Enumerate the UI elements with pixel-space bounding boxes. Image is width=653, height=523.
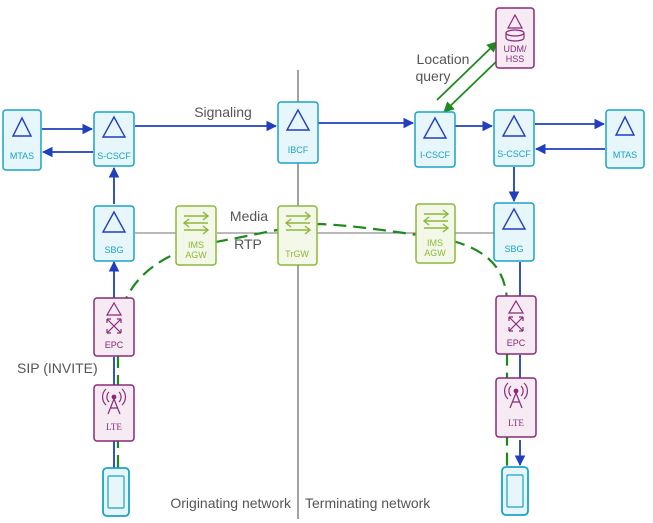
location-query-label-1: Location <box>417 51 470 67</box>
ims-agw-left-node: IMS AGW <box>175 205 217 266</box>
expand-arrows-icon <box>508 316 524 332</box>
ims-agw-right-label-2: AGW <box>424 248 446 258</box>
ibcf-node: IBCF <box>277 101 319 164</box>
sbg-right-node: SBG <box>493 202 535 262</box>
location-query-label-2: query <box>415 68 450 84</box>
sbg-right-label: SBG <box>504 244 523 254</box>
expand-arrows-icon <box>106 318 122 334</box>
sbg-left-label: SBG <box>104 245 123 255</box>
switch-arrows-icon <box>182 211 210 235</box>
mtas-left-node: MTAS <box>2 109 42 171</box>
icscf-node: I-CSCF <box>414 111 456 168</box>
mtas-left-label: MTAS <box>10 151 34 161</box>
mtas-right-label: MTAS <box>613 150 637 160</box>
cell-tower-icon <box>504 382 528 409</box>
epc-left-node: EPC <box>93 297 135 357</box>
sip-invite-label: SIP (INVITE) <box>17 360 98 376</box>
scscf-right-node: S-CSCF <box>493 109 535 167</box>
udm-hss-node: UDM/ HSS <box>495 7 535 69</box>
lte-right-label: LTE <box>508 418 524 428</box>
media-label: Media <box>230 208 268 224</box>
epc-right-node: EPC <box>495 295 537 355</box>
epc-right-label: EPC <box>507 338 526 348</box>
udm-hss-label-2: HSS <box>506 54 525 64</box>
sbg-left-node: SBG <box>93 205 135 262</box>
phone-right-icon <box>501 466 529 516</box>
signaling-label: Signaling <box>194 104 252 120</box>
location-query-arrows <box>436 41 501 113</box>
media-rtp-path <box>116 222 509 470</box>
originating-network-label: Originating network <box>170 495 292 511</box>
scscf-left-node: S-CSCF <box>93 111 135 167</box>
scscf-left-label: S-CSCF <box>97 151 131 161</box>
epc-left-label: EPC <box>105 340 124 350</box>
ims-agw-left-label-1: IMS <box>188 240 204 250</box>
scscf-right-label: S-CSCF <box>497 149 531 159</box>
rtp-label: RTP <box>234 236 262 252</box>
cell-tower-icon <box>102 388 126 415</box>
udm-hss-label-1: UDM/ <box>504 44 527 54</box>
trgw-node: TrGW <box>277 205 318 266</box>
mtas-right-node: MTAS <box>605 109 645 169</box>
ims-agw-right-label-1: IMS <box>427 238 443 248</box>
switch-arrows-icon <box>284 211 312 235</box>
icscf-label: I-CSCF <box>420 150 450 160</box>
trgw-label: TrGW <box>285 249 309 259</box>
lte-right-node: LTE <box>495 377 537 438</box>
ims-agw-right-node: IMS AGW <box>415 203 456 264</box>
signaling-arrows <box>41 117 606 468</box>
ibcf-label: IBCF <box>288 145 309 155</box>
ims-agw-left-label-2: AGW <box>185 250 207 260</box>
switch-arrows-icon <box>422 209 450 233</box>
lte-left-node: LTE <box>93 384 135 442</box>
terminating-network-label: Terminating network <box>305 495 431 511</box>
phone-left-icon <box>102 467 130 517</box>
lte-left-label: LTE <box>106 422 122 432</box>
